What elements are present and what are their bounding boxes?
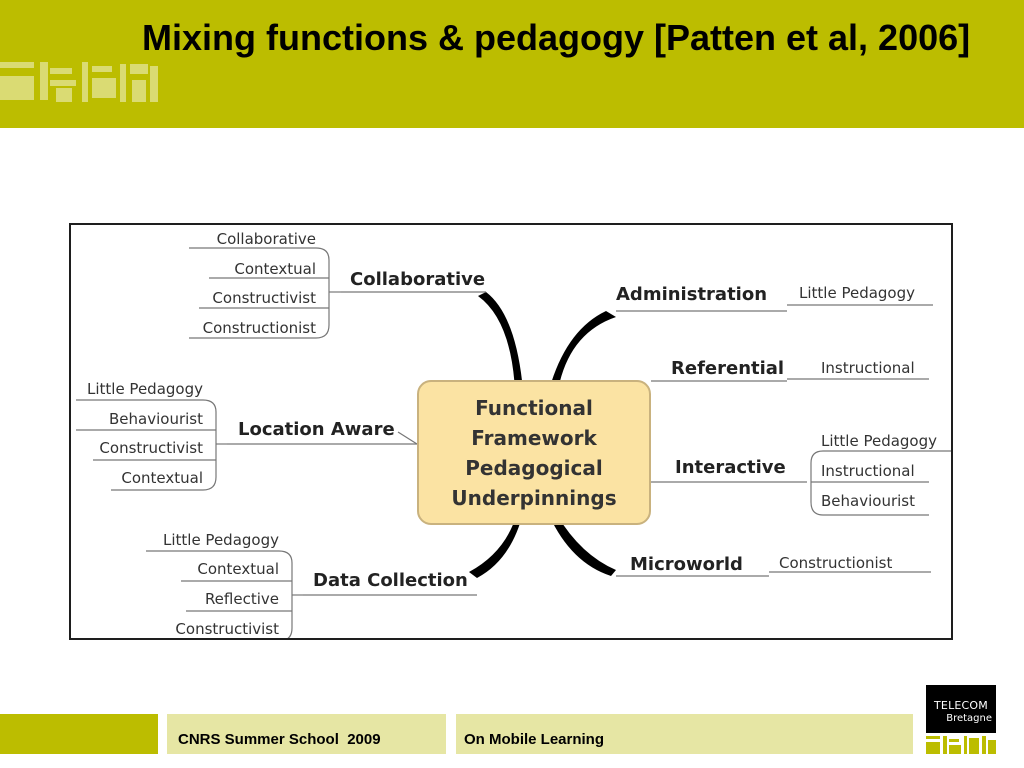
leaf-item: Contextual	[234, 260, 316, 278]
footer-bar	[456, 714, 913, 754]
leaf-item: Little Pedagogy	[162, 531, 279, 549]
leaf-item: Constructionist	[202, 319, 316, 337]
branch-microworld: Microworld	[630, 554, 743, 575]
branch-data-collection: Data Collection	[313, 570, 468, 591]
branch-interactive: Interactive	[675, 457, 786, 478]
leaf-item: Constructionist	[779, 554, 893, 572]
branch-administration: Administration	[616, 284, 768, 305]
footer-bar	[167, 714, 446, 754]
leaf-item: Behaviourist	[109, 410, 203, 428]
brand-name: TELECOM	[934, 699, 988, 712]
center-node-line: Pedagogical	[465, 455, 603, 480]
school-logo-icon	[0, 62, 158, 102]
leaf-item: Reflective	[204, 590, 279, 608]
center-node-line: Framework	[471, 425, 597, 450]
leaf-item: Contextual	[121, 469, 203, 487]
center-node-line: Functional	[475, 395, 593, 420]
branch-collaborative: Collaborative	[350, 269, 486, 290]
center-node-line: Underpinnings	[451, 485, 617, 510]
header-band: Mixing functions & pedagogy [Patten et a…	[0, 0, 1024, 128]
connector-location-aware	[397, 431, 418, 445]
school-logo-icon	[926, 736, 996, 754]
leaf-item: Collaborative	[216, 230, 316, 248]
leaf-item: Instructional	[821, 359, 915, 377]
branch-location-aware: Location Aware	[238, 419, 395, 440]
leaf-item: Contextual	[197, 560, 279, 578]
connector-collaborative	[478, 292, 523, 390]
brand-logo: TELECOM Bretagne	[926, 685, 996, 733]
mind-map-diagram: Functional Framework Pedagogical Underpi…	[69, 223, 953, 640]
footer-event: CNRS Summer School 2009	[178, 731, 381, 748]
slide-title: Mixing functions & pedagogy [Patten et a…	[142, 17, 971, 58]
connector-lines	[76, 247, 951, 638]
leaf-item: Constructivist	[212, 289, 316, 307]
brand-subname: Bretagne	[946, 713, 992, 724]
leaf-item: Little Pedagogy	[821, 432, 938, 450]
branch-referential: Referential	[671, 358, 785, 379]
footer-accent-bar	[0, 714, 158, 754]
leaf-item: Constructivist	[175, 620, 279, 638]
leaf-item: Little Pedagogy	[799, 284, 916, 302]
leaf-item: Little Pedagogy	[86, 380, 203, 398]
center-node: Functional Framework Pedagogical Underpi…	[417, 380, 651, 525]
leaf-item: Behaviourist	[821, 492, 915, 510]
leaf-item: Instructional	[821, 462, 915, 480]
connector-administration	[549, 311, 616, 390]
connector-microworld	[549, 515, 616, 576]
footer-topic: On Mobile Learning	[464, 731, 605, 748]
leaf-item: Constructivist	[99, 439, 203, 457]
